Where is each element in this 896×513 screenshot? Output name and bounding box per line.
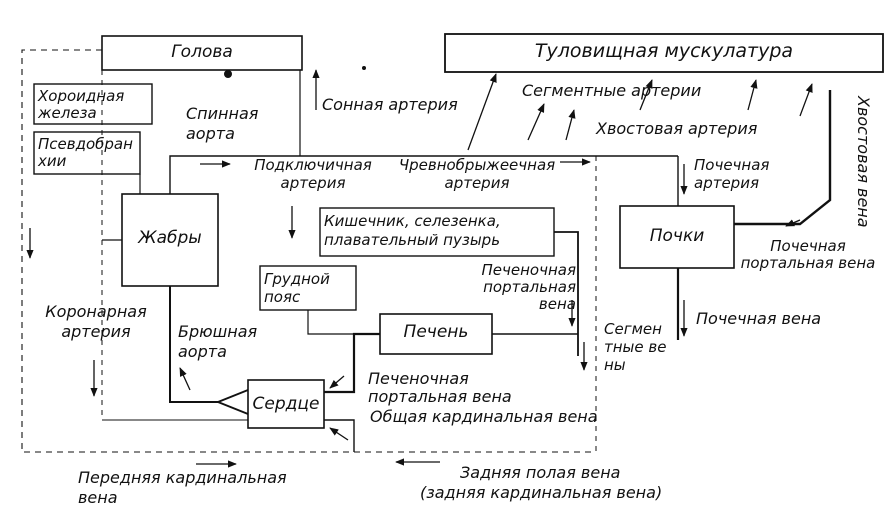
eye-mark [224,70,232,78]
caudal-vein-line [734,90,832,226]
arrow-caudal-vein [785,219,801,227]
arrow-segmental-5 [747,79,758,111]
choroid-gland-box [33,83,153,125]
pectoral-girdle-label: Грудной пояс [264,270,330,306]
arrow-ventral-aorta [179,367,191,391]
arrow-segmental-4 [639,79,653,111]
common-cardinal-line [324,419,355,452]
ventral-aorta-line [169,286,218,403]
gills-label: Жабры [138,228,202,248]
heart-label: Сердце [252,394,320,414]
caudal-artery-label: Хвостовая артерия [596,119,758,138]
arrow-hepatic-vein [329,375,345,389]
pseudobranch-box [33,131,141,175]
ventral-aorta-label: Брюшная аорта [178,322,258,361]
pectoral-to-liver [307,310,380,335]
hepatic-portal-vein-1-label: Печеночная портальная вена [481,261,576,313]
arrow-common-cardinal [329,427,349,441]
renal-portal-vein-label: Почечная портальная вена [740,237,876,272]
arrow-segmental-1 [467,73,497,151]
arrow-segmental-2 [527,103,545,141]
posterior-cardinal-vein-label: (задняя кардинальная вена) [420,483,663,502]
subclavian-artery-label: Подключичная артерия [254,156,372,192]
posterior-vena-cava-label: Задняя полая вена [460,463,621,482]
anterior-cardinal-dashed [21,49,596,453]
dot-mark [362,66,366,70]
heart-box [247,379,325,429]
hepatic-portal-vein-2-label: Печеночная портальная вена [368,369,512,406]
intestine-label: Кишечник, селезенка, плавательный пузырь [324,212,501,249]
trunk-muscles-box [444,33,884,73]
liver-label: Печень [403,322,469,342]
arrow-segmental-3 [565,109,576,141]
bulbus-arteriosus [217,389,249,415]
kidneys-label: Почки [649,226,705,246]
arrow-segmental-6 [799,83,813,117]
segmental-veins-label: Сегментные вены [604,320,667,374]
choroid-gland-label: Хороидная железа [38,87,125,122]
renal-artery-label: Почечная артерия [694,156,770,192]
segmental-arteries-label: Сегментные артерии [522,81,702,100]
carotid-artery-label: Сонная артерия [322,95,458,114]
dorsal-aorta-line [169,155,596,194]
anterior-cardinal-vein-label: Передняя кардинальная вена [78,468,287,507]
caudal-vein-label: Хвостовая вена [854,96,873,228]
pseudobranch-label: Псевдобранхии [38,135,133,170]
trunk-muscles-label: Туловищная мускулатура [534,40,794,62]
hepatic-portal-line [554,231,579,356]
celiac-mesenteric-label: Чревнобрыжеечная артерия [398,156,556,192]
common-cardinal-vein-label: Общая кардинальная вена [370,407,598,426]
renal-vein-label: Почечная вена [696,309,822,328]
dorsal-aorta-label: Спинная аорта [186,104,259,143]
head-label: Голова [171,42,233,62]
coronary-artery-label: Коронарная артерия [45,302,147,341]
